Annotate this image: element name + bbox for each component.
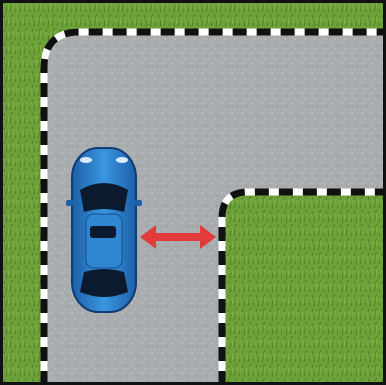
top-down-blue-car-icon: [66, 148, 142, 312]
